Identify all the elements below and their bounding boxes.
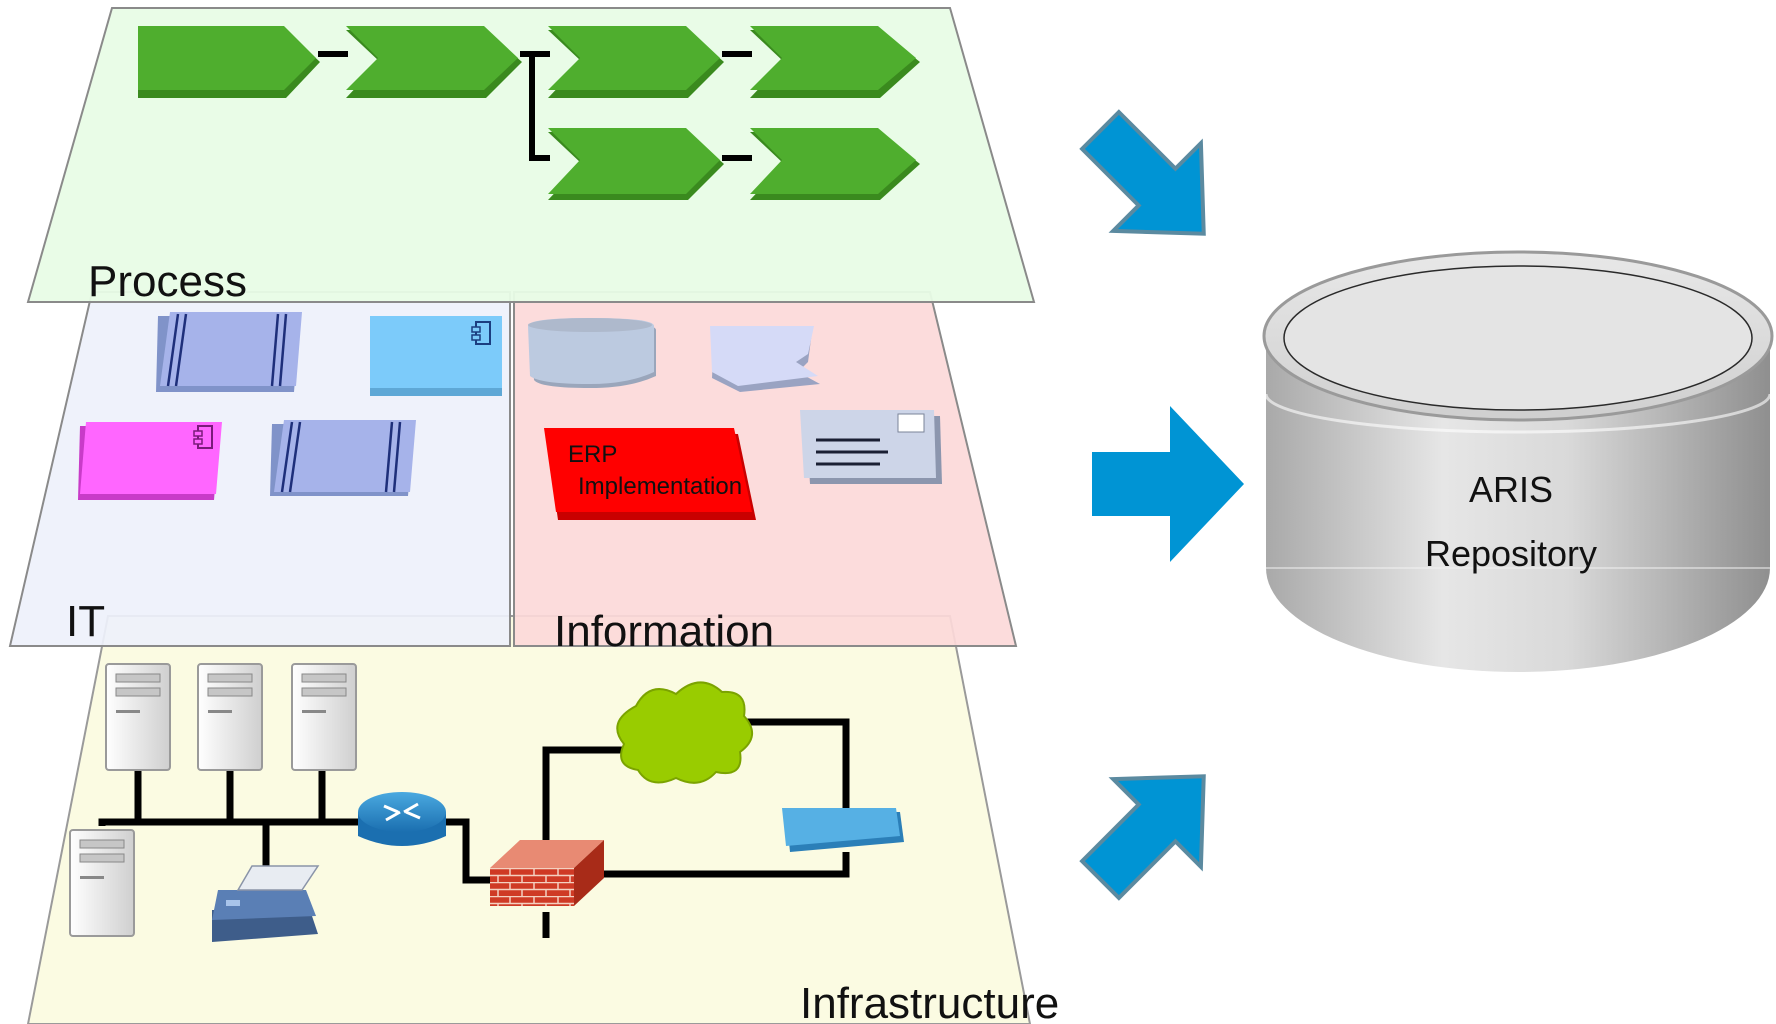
component-icon (471, 321, 491, 345)
component-box (370, 316, 502, 396)
application-system-icon (156, 312, 302, 392)
server-icon (197, 663, 263, 771)
erp-label-line2: Implementation (578, 473, 742, 500)
chevron-step-icon (750, 26, 920, 98)
server-icon (291, 663, 357, 771)
erp-label-line1: ERP (568, 441, 617, 468)
document-icon (710, 326, 820, 392)
chevron-step-icon (548, 26, 724, 98)
chevron-step-icon (346, 26, 522, 98)
mail-icon (800, 410, 942, 484)
erp-box: ERP Implementation (544, 428, 756, 520)
repository-label-line1: ARIS (1469, 469, 1553, 510)
chevron-step-icon (750, 128, 920, 200)
information-layer-label: Information (554, 607, 774, 656)
infrastructure-layer-label: Infrastructure (800, 979, 1059, 1024)
component-icon (193, 425, 213, 449)
process-chain (138, 26, 920, 200)
application-system-icon (270, 420, 416, 496)
chevron-step-icon (548, 128, 724, 200)
cluster-icon (528, 318, 656, 388)
process-layer-label: Process (88, 257, 247, 306)
database-cylinder-icon: ARIS Repository (1262, 250, 1774, 672)
server-icon (69, 829, 135, 937)
chevron-step-icon (138, 26, 320, 98)
printer-icon (212, 865, 320, 942)
arrow-icon (1079, 109, 1206, 236)
switch-icon (782, 808, 904, 852)
cloud-icon (616, 681, 753, 784)
arrow-icon (1079, 774, 1206, 901)
information-objects: ERP Implementation (528, 318, 942, 520)
infrastructure-objects (69, 663, 904, 942)
it-objects (78, 312, 502, 500)
server-icon (105, 663, 171, 771)
arrow-icon (1092, 406, 1244, 562)
component-box (78, 422, 222, 500)
it-layer-label: IT (66, 597, 105, 646)
repository-label-line2: Repository (1425, 533, 1597, 574)
router-icon (358, 792, 446, 846)
firewall-icon (490, 840, 604, 906)
